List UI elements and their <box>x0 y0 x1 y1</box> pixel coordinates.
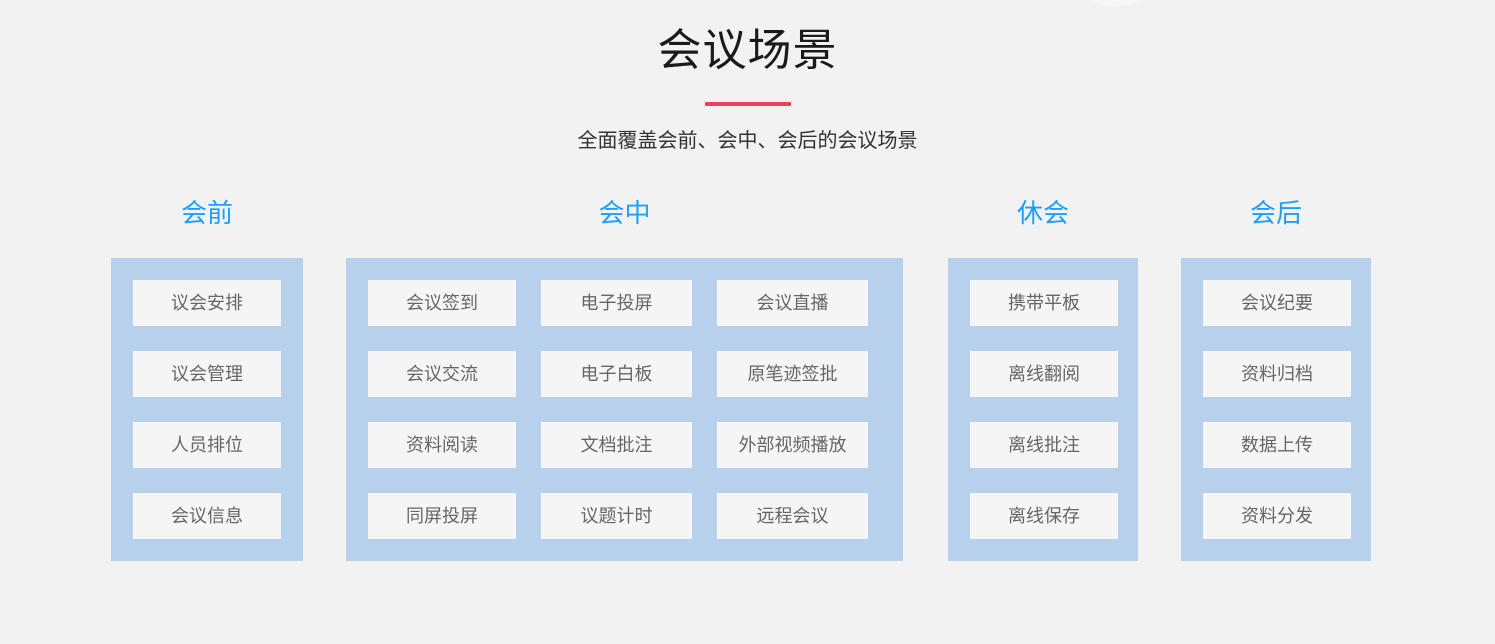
column-title-recess: 休会 <box>1016 198 1069 228</box>
column-title-pre-meeting: 会前 <box>180 198 233 228</box>
panel-post-meeting: 会议纪要 资料归档 数据上传 资料分发 <box>1181 258 1371 561</box>
scenario-column-recess: 休会 携带平板 离线翻阅 离线批注 离线保存 <box>948 196 1138 561</box>
scenario-column-in-meeting: 会中 会议签到 会议交流 资料阅读 同屏投屏 电子投屏 电子白板 文档批注 议题… <box>346 196 903 561</box>
feature-card[interactable]: 同屏投屏 <box>368 493 516 539</box>
feature-card[interactable]: 会议交流 <box>368 351 516 397</box>
feature-card[interactable]: 会议信息 <box>133 493 281 539</box>
panel-group: 会议签到 会议交流 资料阅读 同屏投屏 <box>368 280 516 539</box>
feature-card[interactable]: 资料归档 <box>1203 351 1351 397</box>
feature-card[interactable]: 离线批注 <box>970 422 1118 468</box>
scenario-column-pre-meeting: 会前 议会安排 议会管理 人员排位 会议信息 <box>111 196 303 561</box>
feature-card[interactable]: 携带平板 <box>970 280 1118 326</box>
panel-group: 会议纪要 资料归档 数据上传 资料分发 <box>1203 280 1351 539</box>
feature-card[interactable]: 离线翻阅 <box>970 351 1118 397</box>
feature-card[interactable]: 人员排位 <box>133 422 281 468</box>
feature-card[interactable]: 会议纪要 <box>1203 280 1351 326</box>
feature-card[interactable]: 文档批注 <box>541 422 692 468</box>
feature-card[interactable]: 会议签到 <box>368 280 516 326</box>
panel-group: 携带平板 离线翻阅 离线批注 离线保存 <box>970 280 1118 539</box>
scenario-columns: 会前 议会安排 议会管理 人员排位 会议信息 会中 会议签到 会议交流 资料阅读… <box>0 196 1495 576</box>
feature-card[interactable]: 会议直播 <box>717 280 868 326</box>
panel-pre-meeting: 议会安排 议会管理 人员排位 会议信息 <box>111 258 303 561</box>
column-title-in-meeting: 会中 <box>598 198 651 228</box>
feature-card[interactable]: 资料分发 <box>1203 493 1351 539</box>
feature-card[interactable]: 数据上传 <box>1203 422 1351 468</box>
column-title-post-meeting: 会后 <box>1249 198 1302 228</box>
panel-recess: 携带平板 离线翻阅 离线批注 离线保存 <box>948 258 1138 561</box>
feature-card[interactable]: 原笔迹签批 <box>717 351 868 397</box>
feature-card[interactable]: 资料阅读 <box>368 422 516 468</box>
feature-card[interactable]: 外部视频播放 <box>717 422 868 468</box>
feature-card[interactable]: 电子投屏 <box>541 280 692 326</box>
title-divider <box>704 102 791 106</box>
decorative-blob <box>1088 0 1142 6</box>
panel-group: 电子投屏 电子白板 文档批注 议题计时 <box>541 280 692 539</box>
panel-group: 议会安排 议会管理 人员排位 会议信息 <box>133 280 281 539</box>
panel-group: 会议直播 原笔迹签批 外部视频播放 远程会议 <box>717 280 868 539</box>
feature-card[interactable]: 议会管理 <box>133 351 281 397</box>
page-subtitle: 全面覆盖会前、会中、会后的会议场景 <box>577 130 918 152</box>
panel-in-meeting: 会议签到 会议交流 资料阅读 同屏投屏 电子投屏 电子白板 文档批注 议题计时 … <box>346 258 903 561</box>
scenario-column-post-meeting: 会后 会议纪要 资料归档 数据上传 资料分发 <box>1181 196 1371 561</box>
page-header: 会议场景 全面覆盖会前、会中、会后的会议场景 <box>0 0 1495 155</box>
feature-card[interactable]: 议会安排 <box>133 280 281 326</box>
feature-card[interactable]: 议题计时 <box>541 493 692 539</box>
page-title: 会议场景 <box>657 26 838 75</box>
feature-card[interactable]: 远程会议 <box>717 493 868 539</box>
feature-card[interactable]: 离线保存 <box>970 493 1118 539</box>
feature-card[interactable]: 电子白板 <box>541 351 692 397</box>
